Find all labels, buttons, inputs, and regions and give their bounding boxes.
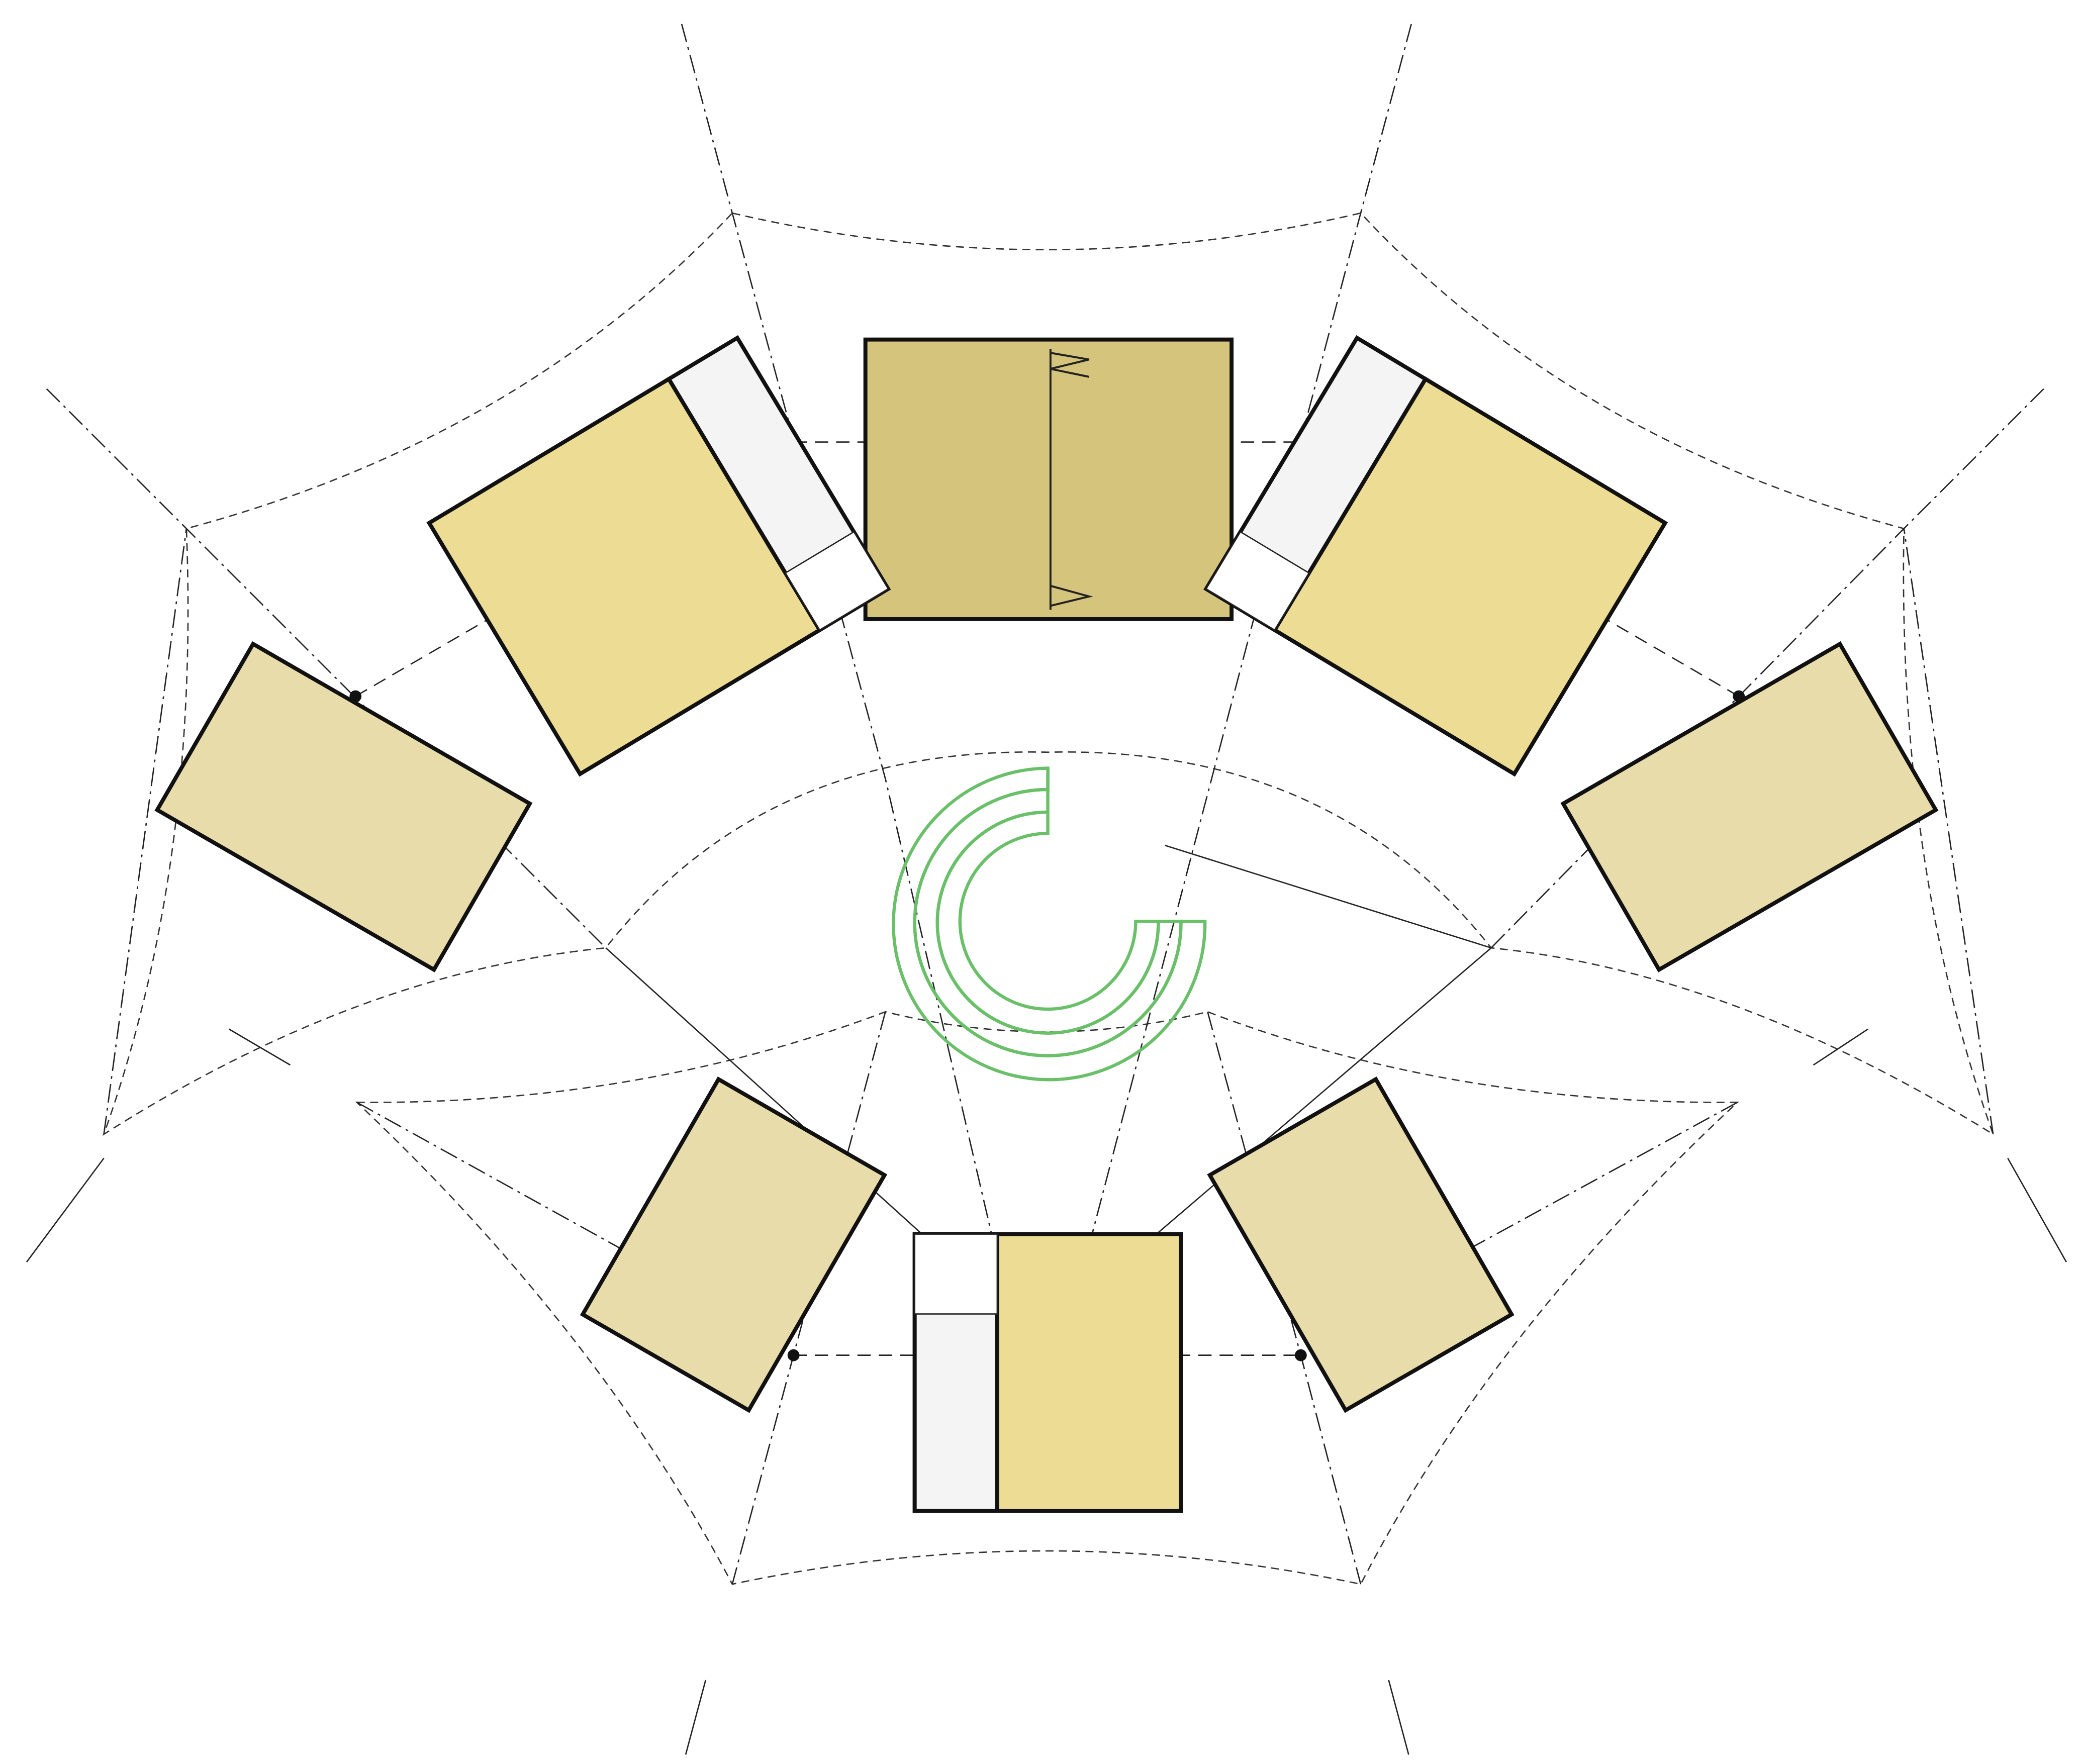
lower-membrane bbox=[355, 1011, 1740, 1585]
hall-top-center bbox=[863, 337, 1234, 621]
pavilion-lower-left bbox=[580, 1076, 888, 1413]
ring-symbol bbox=[892, 766, 1207, 1082]
pavilion-lower-right bbox=[1207, 1076, 1515, 1413]
pavilion-upper-right bbox=[1203, 335, 1668, 777]
pavilion-left bbox=[154, 641, 533, 972]
cable-lines bbox=[26, 24, 2067, 1755]
pavilion-upper-left bbox=[426, 335, 891, 777]
pavilion-right bbox=[1560, 641, 1939, 972]
pavilion-lower-center bbox=[912, 1232, 1183, 1513]
anchor-node bbox=[787, 1349, 800, 1361]
anchor-node bbox=[1294, 1349, 1307, 1361]
